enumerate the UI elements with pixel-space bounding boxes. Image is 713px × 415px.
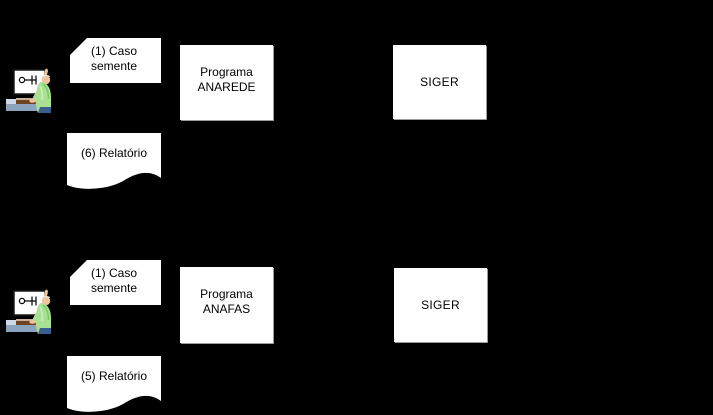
report-label: (5) Relatório	[80, 369, 148, 383]
user-at-computer-icon	[5, 67, 52, 113]
report-document: (6) Relatório	[67, 133, 161, 190]
siger-label: SIGER	[421, 297, 460, 312]
siger-label: SIGER	[420, 74, 459, 89]
report-label: (6) Relatório	[80, 146, 148, 160]
process-box-siger: SIGER	[394, 268, 487, 342]
process-box-siger: SIGER	[393, 45, 486, 119]
report-document: (5) Relatório	[67, 356, 161, 413]
user-at-computer-icon	[5, 288, 52, 334]
